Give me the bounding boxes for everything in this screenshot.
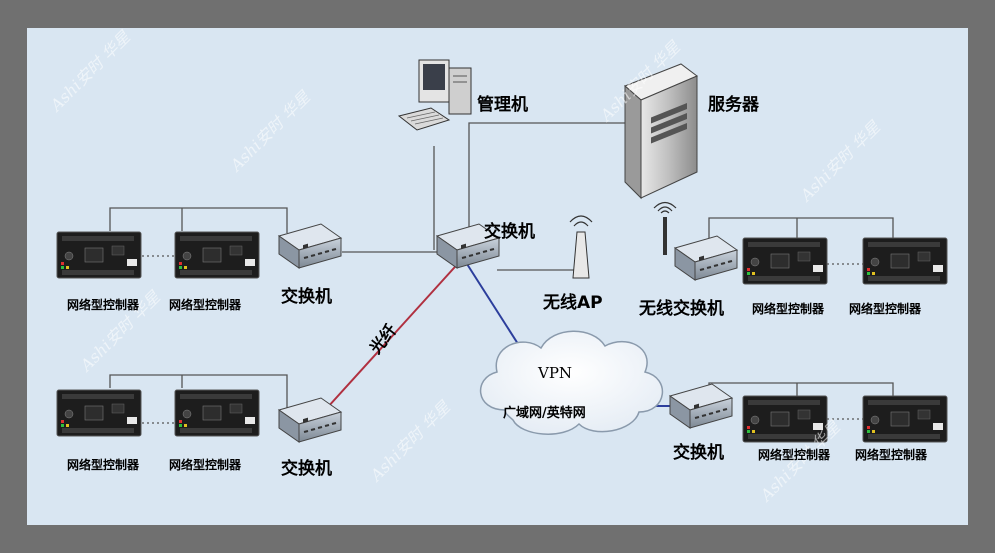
controller-board [862,395,948,443]
wireless-ap-icon [569,215,593,279]
wireless-switch-antenna-icon [653,201,677,255]
left-bottom-switch-icon [278,397,342,443]
controller-label: 网络型控制器 [67,458,140,472]
right-bottom-switch-icon [669,383,733,429]
controller-board [742,237,828,285]
manager-pc-label: 管理机 [477,95,528,115]
controller-label: 网络型控制器 [67,298,140,312]
controller-label: 网络型控制器 [169,298,242,312]
controller-board [742,395,828,443]
controller-board [56,231,142,279]
wan-cloud [480,330,663,435]
wan-label: 广域网/英特网 [503,406,586,421]
controller-board [174,389,260,437]
controller-board [174,231,260,279]
server-label: 服务器 [708,95,759,115]
controller-label: 网络型控制器 [849,302,922,316]
left-top-switch-label: 交换机 [281,287,332,307]
vpn-label: VPN [538,364,573,382]
controller-label: 网络型控制器 [758,448,831,462]
wireless-switch-icon [674,235,738,281]
fiber-link [326,257,464,409]
left-bottom-switch-label: 交换机 [281,459,332,479]
wireless-switch-label: 无线交换机 [639,299,724,319]
wireless-ap-label: 无线AP [543,293,603,313]
network-diagram: Ashi安时 华星 Ashi安时 华星 Ashi安时 华星 Ashi安时 华星 … [27,28,968,525]
manager-pc-icon [397,59,472,131]
core-switch-label: 交换机 [484,222,535,242]
controller-label: 网络型控制器 [752,302,825,316]
controller-board [862,237,948,285]
left-top-switch-icon [278,223,342,269]
server-icon [624,63,698,200]
right-bottom-switch-label: 交换机 [673,443,724,463]
controller-label: 网络型控制器 [855,448,928,462]
controller-label: 网络型控制器 [169,458,242,472]
controller-board [56,389,142,437]
diagram-svg [56,59,948,443]
